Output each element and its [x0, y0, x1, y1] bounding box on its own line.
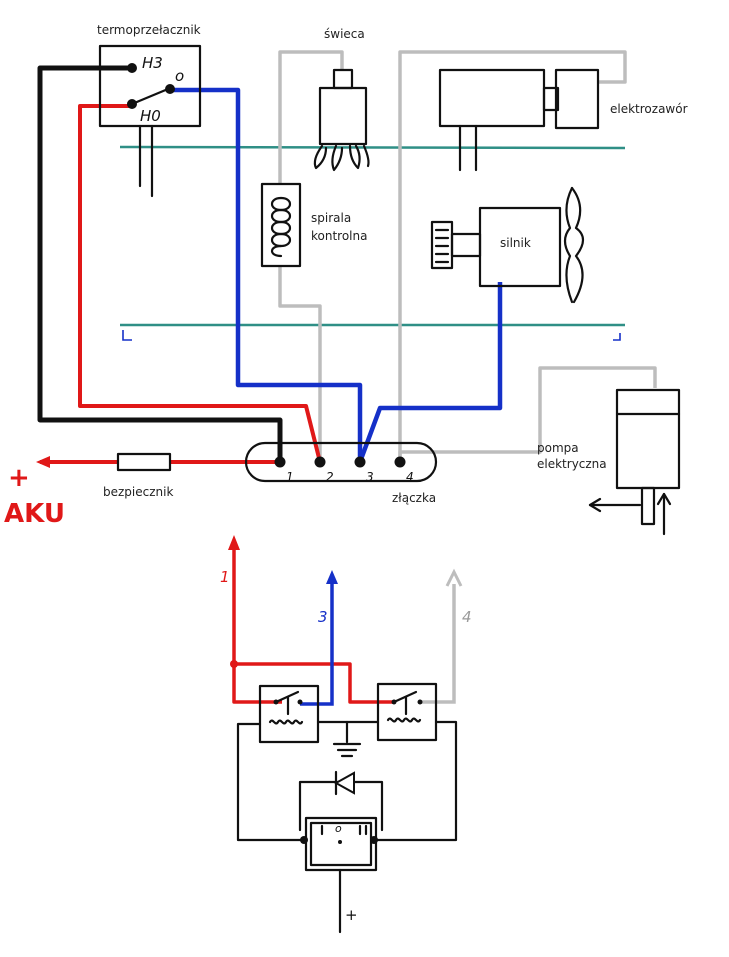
control-coil-label-1: spirala	[311, 211, 351, 225]
ground-icon	[332, 742, 362, 758]
pump-label-2: elektryczna	[537, 457, 607, 471]
pump-icon	[588, 388, 681, 536]
gray-wires	[278, 50, 657, 460]
mount-lines	[119, 145, 626, 327]
lower-arrow-4-icon	[445, 568, 463, 587]
relay-icon	[258, 684, 320, 744]
no-contact-label: H0	[140, 107, 161, 125]
relay-icon	[376, 682, 438, 742]
lower-plus-label: +	[345, 906, 358, 924]
glow-plug-icon	[313, 68, 370, 172]
lower-red-branch	[234, 662, 394, 704]
fuse-icon	[116, 452, 172, 472]
blue-wire-motor	[357, 282, 503, 463]
valve-wire	[398, 50, 627, 460]
pump-label-1: pompa	[537, 441, 579, 455]
lower-arrow-3-icon	[326, 570, 338, 584]
mount-brackets	[122, 330, 621, 341]
battery-plus-label: +	[8, 463, 30, 493]
solenoid-valve-label: elektrozawór	[610, 102, 688, 116]
lower-gray-wire	[420, 584, 456, 704]
rotary-switch-icon	[300, 816, 378, 872]
lower-arrow-1-icon	[228, 535, 240, 550]
blue-wire-out	[172, 87, 363, 462]
thermoswitch-label: termoprzełacznik	[97, 23, 201, 37]
battery-arrow-icon	[36, 456, 50, 468]
solenoid-valve-icon	[438, 68, 600, 172]
nc-contact-label: H3	[142, 54, 163, 72]
connector-pin-3: 3	[366, 470, 374, 484]
connector-icon	[244, 441, 438, 483]
battery-label: AKU	[4, 499, 65, 529]
glow-plug-feed-wire	[278, 50, 344, 184]
thermoswitch-icon	[98, 44, 202, 198]
out-contact-label: o	[175, 67, 184, 85]
blue-wires	[172, 87, 503, 463]
lower-label-4: 4	[462, 608, 472, 626]
switch-position-mark: o	[335, 822, 342, 835]
red-wires	[40, 104, 322, 464]
control-coil-icon	[260, 182, 302, 268]
control-coil-label-2: kontrolna	[311, 229, 367, 243]
red-wire-no	[78, 104, 322, 463]
lower-label-3: 3	[318, 608, 328, 626]
glow-plug-label: świeca	[324, 27, 365, 41]
lower-red-wires	[232, 548, 394, 704]
connector-pin-2: 2	[326, 470, 334, 484]
upper-mount-line	[119, 145, 626, 150]
black-wire	[37, 65, 283, 460]
connector-pin-1: 1	[286, 470, 294, 484]
motor-label: silnik	[500, 236, 531, 250]
fan-icon	[563, 186, 585, 304]
connector-pin-4: 4	[406, 470, 414, 484]
lower-red-main	[232, 548, 282, 704]
lower-black-wires	[236, 720, 458, 934]
lower-label-1: 1	[220, 568, 230, 586]
pump-wire	[398, 366, 657, 460]
fuse-label: bezpiecznik	[103, 485, 173, 499]
lower-red-junction	[230, 660, 238, 668]
diode-icon	[333, 770, 355, 796]
motor-icon	[430, 206, 562, 288]
lower-blue-wire	[300, 582, 334, 706]
connector-label: złączka	[392, 491, 436, 505]
